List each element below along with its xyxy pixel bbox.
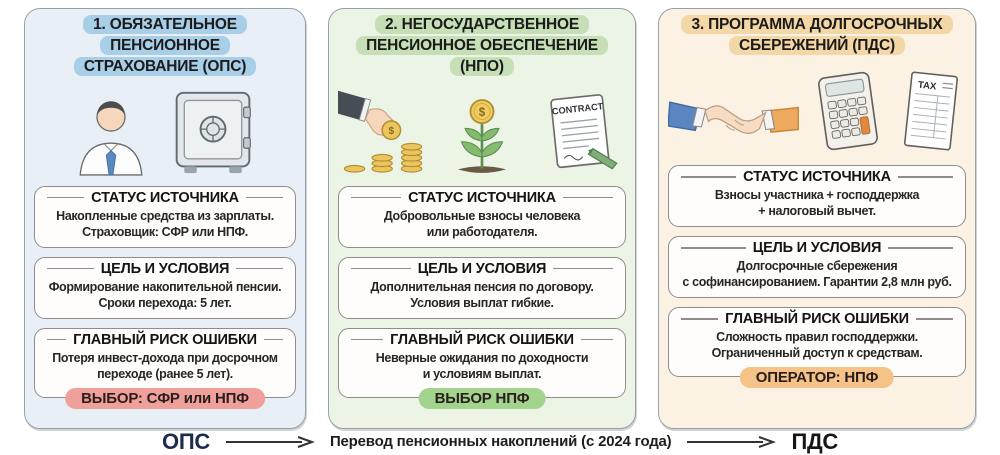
section-title: ГЛАВНЫЙ РИСК ОШИБКИ (674, 311, 960, 327)
section-body: Взносы участника + господдержка + налого… (714, 187, 920, 218)
card-pds: 3. ПРОГРАММА ДОЛГОСРОЧНЫХ СБЕРЕЖЕНИЙ (ПД… (658, 8, 976, 429)
footer-pds-label: ПДС (791, 428, 838, 454)
card-ops-title: 1. ОБЯЗАТЕЛЬНОЕ ПЕНСИОННОЕ СТРАХОВАНИЕ (… (34, 15, 296, 78)
hand-coin-icon: $ (338, 89, 423, 173)
card-npo-title: 2. НЕГОСУДАРСТВЕННОЕ ПЕНСИОННОЕ ОБЕСПЕЧЕ… (338, 15, 626, 78)
tax-label: TAX (917, 79, 937, 92)
card-pds-section-status: СТАТУС ИСТОЧНИКА Взносы участника + госп… (668, 164, 966, 227)
footer-ops-label: ОПС (162, 428, 210, 454)
transfer-flow: ОПС Перевод пенсионных накоплений (с 202… (0, 429, 1000, 455)
calculator-icon (818, 71, 878, 150)
card-npo-section-status: СТАТУС ИСТОЧНИКА Добровольные взносы чел… (338, 185, 626, 248)
card-npo-badge: ВЫБОР НПФ (418, 387, 546, 409)
card-ops: 1. ОБЯЗАТЕЛЬНОЕ ПЕНСИОННОЕ СТРАХОВАНИЕ (… (24, 8, 306, 429)
arrow-right-icon (224, 435, 316, 449)
cards-row: 1. ОБЯЗАТЕЛЬНОЕ ПЕНСИОННОЕ СТРАХОВАНИЕ (… (0, 0, 1000, 429)
card-pds-illustration: TAX (668, 66, 966, 156)
handshake-icon (668, 101, 799, 134)
footer-caption: Перевод пенсионных накоплений (с 2024 го… (329, 433, 672, 451)
card-ops-badge: ВЫБОР: СФР или НПФ (65, 387, 265, 409)
section-body: Неверные ожидания по доходности и услови… (375, 350, 589, 381)
section-title: ЦЕЛЬ И УСЛОВИЯ (40, 261, 290, 277)
card-pds-title-text: 3. ПРОГРАММА ДОЛГОСРОЧНЫХ СБЕРЕЖЕНИЙ (ПД… (681, 15, 953, 55)
card-pds-badge: ОПЕРАТОР: НПФ (739, 366, 895, 388)
card-pds-section-goal: ЦЕЛЬ И УСЛОВИЯ Долгосрочные сбережения с… (668, 235, 966, 298)
section-title: ЦЕЛЬ И УСЛОВИЯ (674, 240, 960, 256)
section-body: Накопленные средства из зарплаты. Страхо… (56, 208, 274, 239)
section-title: СТАТУС ИСТОЧНИКА (344, 190, 620, 206)
card-npo-illustration: $ $ (338, 87, 626, 177)
card-npo-section-risk: ГЛАВНЫЙ РИСК ОШИБКИ Неверные ожидания по… (338, 327, 626, 409)
section-body: Сложность правил господдержки. Ограничен… (711, 329, 923, 360)
card-ops-section-goal: ЦЕЛЬ И УСЛОВИЯ Формирование накопительно… (34, 256, 296, 319)
card-pds-section-risk: ГЛАВНЫЙ РИСК ОШИБКИ Сложность правил гос… (668, 306, 966, 388)
tax-document-icon: TAX (904, 71, 958, 151)
safe-icon (175, 91, 251, 173)
section-body: Формирование накопительной пенсии. Сроки… (48, 279, 282, 310)
section-title: СТАТУС ИСТОЧНИКА (674, 169, 960, 185)
coin-symbol: $ (479, 107, 486, 119)
coin-symbol: $ (389, 126, 395, 137)
section-body: Долгосрочные сбережения с софинансирован… (682, 258, 952, 289)
money-plant-icon: $ (458, 98, 506, 173)
card-npo-section-goal: ЦЕЛЬ И УСЛОВИЯ Дополнительная пенсия по … (338, 256, 626, 319)
card-npo-title-text: 2. НЕГОСУДАРСТВЕННОЕ ПЕНСИОННОЕ ОБЕСПЕЧЕ… (356, 15, 608, 76)
section-title: ГЛАВНЫЙ РИСК ОШИБКИ (344, 332, 620, 348)
pension-infographic: 1. ОБЯЗАТЕЛЬНОЕ ПЕНСИОННОЕ СТРАХОВАНИЕ (… (0, 0, 1000, 438)
card-npo: 2. НЕГОСУДАРСТВЕННОЕ ПЕНСИОННОЕ ОБЕСПЕЧЕ… (328, 8, 636, 429)
card-ops-section-status: СТАТУС ИСТОЧНИКА Накопленные средства из… (34, 185, 296, 248)
section-title: ЦЕЛЬ И УСЛОВИЯ (344, 261, 620, 277)
section-title: ГЛАВНЫЙ РИСК ОШИБКИ (40, 332, 290, 348)
card-ops-illustration (34, 87, 296, 177)
section-title: СТАТУС ИСТОЧНИКА (40, 190, 290, 206)
card-ops-section-risk: ГЛАВНЫЙ РИСК ОШИБКИ Потеря инвест-дохода… (34, 327, 296, 409)
section-body: Добровольные взносы человека или работод… (383, 208, 581, 239)
card-pds-title: 3. ПРОГРАММА ДОЛГОСРОЧНЫХ СБЕРЕЖЕНИЙ (ПД… (668, 15, 966, 57)
section-body: Дополнительная пенсия по договору. Услов… (370, 279, 594, 310)
arrow-right-icon (685, 435, 777, 449)
contract-icon: CONTRACT (550, 93, 618, 170)
card-ops-title-text: 1. ОБЯЗАТЕЛЬНОЕ ПЕНСИОННОЕ СТРАХОВАНИЕ (… (73, 15, 257, 76)
section-body: Потеря инвест-дохода при досрочном перех… (52, 350, 278, 381)
businessman-icon (79, 100, 143, 176)
